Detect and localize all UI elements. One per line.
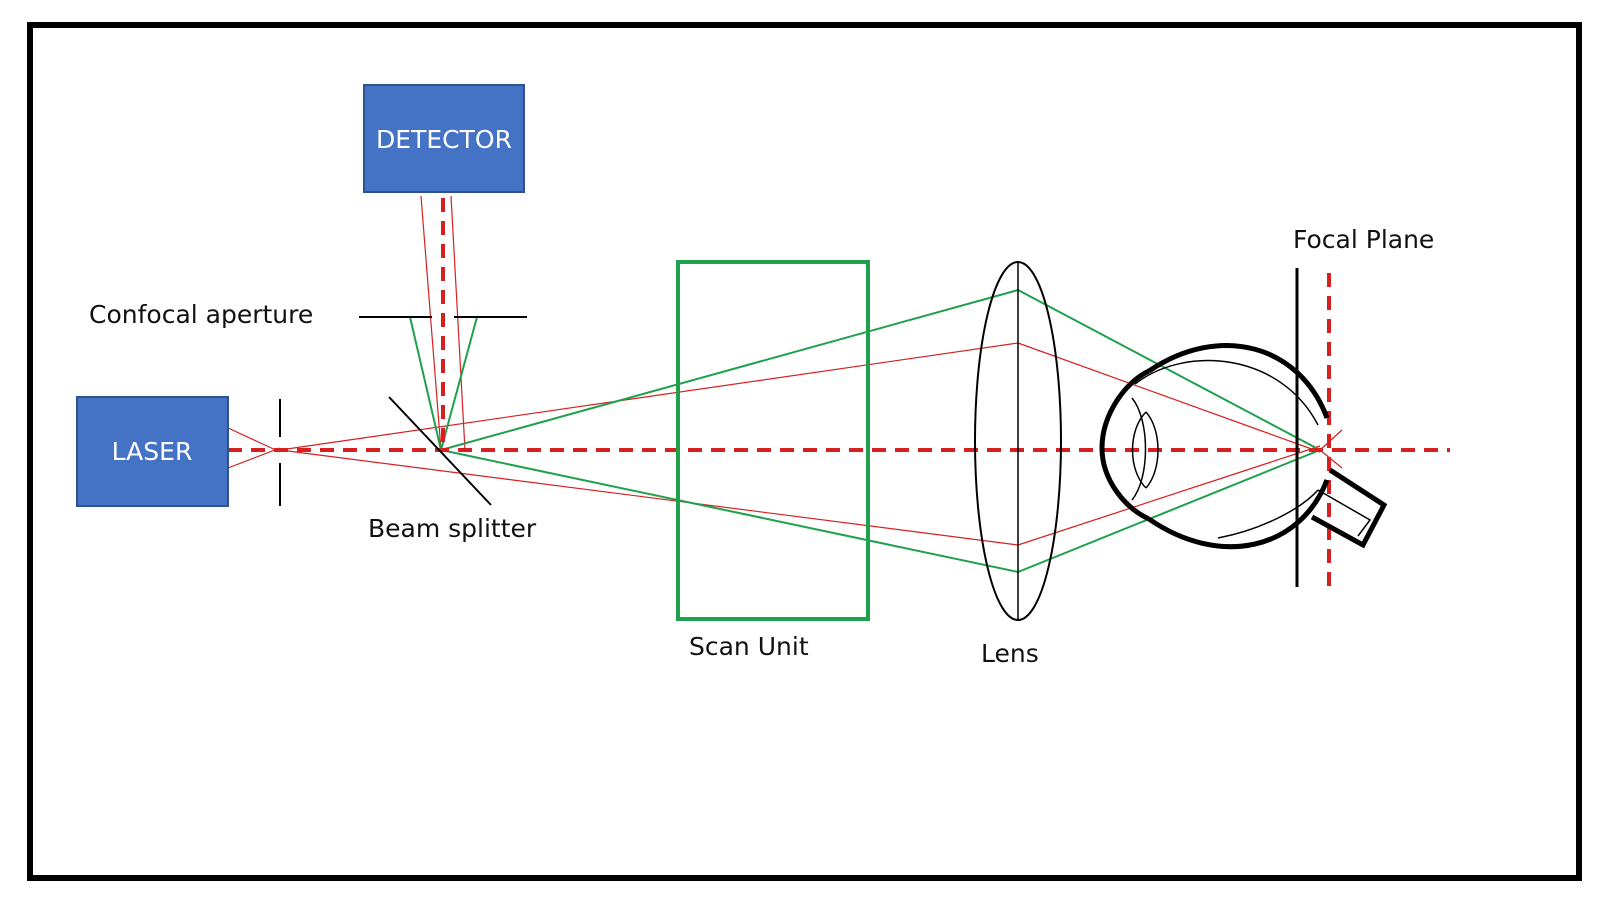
focal-plane-label: Focal Plane xyxy=(1293,225,1434,254)
eye-icon xyxy=(1099,343,1388,550)
optical-axis xyxy=(228,198,1450,595)
lens-label: Lens xyxy=(981,639,1039,668)
beam-splitter-mirror xyxy=(388,396,492,506)
laser-label: LASER xyxy=(112,437,193,466)
laser-rays xyxy=(227,195,1343,546)
detector: DETECTOR xyxy=(363,84,525,193)
scan-unit-box xyxy=(676,260,870,621)
laser: LASER xyxy=(76,396,229,507)
detector-label: DETECTOR xyxy=(376,125,512,154)
scan-unit-label: Scan Unit xyxy=(689,632,809,661)
beam-splitter-label: Beam splitter xyxy=(368,514,537,543)
lens xyxy=(974,261,1062,621)
confocal-aperture-label: Confocal aperture xyxy=(89,300,313,329)
scan-beam xyxy=(409,289,1321,573)
